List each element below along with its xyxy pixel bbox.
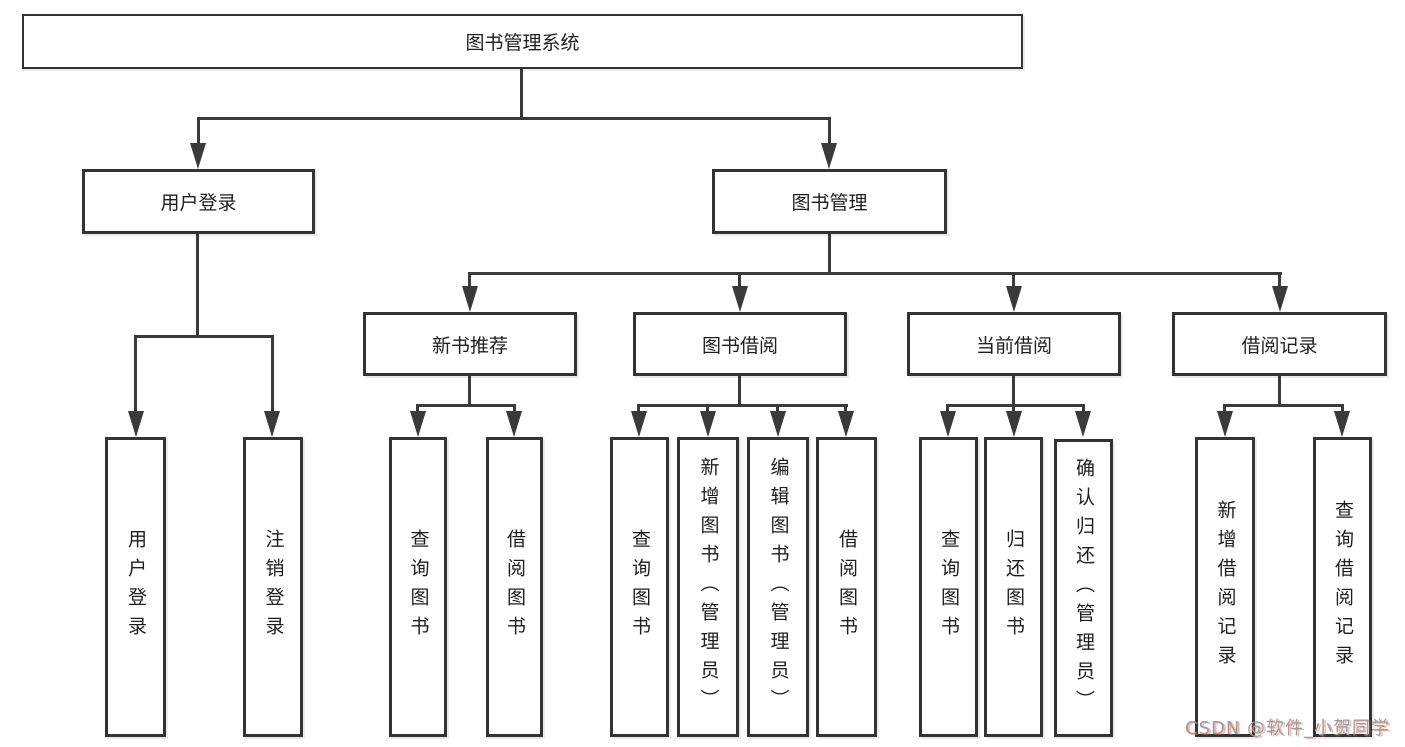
- connector-level3-drop3: [1012, 272, 1015, 290]
- connector-newrec-stem: [468, 375, 471, 407]
- arrowhead-current-confirm: [1075, 411, 1091, 437]
- leaf-borrow-query-books: 查询图书: [610, 437, 669, 737]
- connector-userlogin-drop1: [134, 335, 137, 415]
- connector-newrec-drop1: [416, 404, 419, 416]
- connector-level2-rail: [197, 117, 831, 120]
- connector-current-rail: [946, 404, 1085, 407]
- node-borrowing-records: 借阅记录: [1172, 312, 1387, 376]
- connector-current-stem: [1012, 375, 1015, 407]
- connector-level2-drop-right: [828, 117, 831, 147]
- leaf-borrow-borrow-books: 借阅图书: [816, 437, 877, 737]
- node-new-book-recommend: 新书推荐: [363, 312, 577, 376]
- connector-borrow-drop4: [844, 404, 847, 416]
- node-current-borrowing: 当前借阅: [907, 312, 1121, 376]
- leaf-user-login: 用户登录: [105, 437, 166, 737]
- connector-userlogin-stem: [196, 233, 199, 337]
- arrowhead-records: [1272, 286, 1288, 312]
- connector-mgmt-stem: [828, 233, 831, 274]
- connector-records-drop2: [1341, 404, 1344, 416]
- arrowhead-newrec-query: [410, 411, 426, 437]
- arrowhead-user-login: [190, 143, 206, 169]
- node-book-borrowing: 图书借阅: [633, 312, 847, 376]
- leaf-current-query-books: 查询图书: [919, 437, 978, 737]
- connector-borrow-drop3: [776, 404, 779, 416]
- connector-borrow-rail: [637, 404, 848, 407]
- connector-level3-rail: [468, 272, 1282, 275]
- connector-current-drop2: [1012, 404, 1015, 416]
- node-root-library-system: 图书管理系统: [22, 14, 1023, 69]
- arrowhead-borrow-add: [700, 411, 716, 437]
- arrowhead-current: [1006, 286, 1022, 312]
- connector-records-stem: [1278, 375, 1281, 407]
- connector-root-stem: [520, 69, 523, 119]
- connector-records-drop1: [1223, 404, 1226, 416]
- leaf-records-query-record: 查询借阅记录: [1313, 437, 1372, 737]
- leaf-records-add-record: 新增借阅记录: [1195, 437, 1255, 737]
- arrowhead-borrow-edit: [770, 411, 786, 437]
- connector-newrec-rail: [416, 404, 516, 407]
- arrowhead-current-return: [1006, 411, 1022, 437]
- node-book-management: 图书管理: [712, 169, 947, 234]
- leaf-current-return-books: 归还图书: [984, 437, 1043, 737]
- arrowhead-new-rec: [462, 286, 478, 312]
- connector-records-rail: [1223, 404, 1344, 407]
- connector-current-drop1: [946, 404, 949, 416]
- connector-newrec-drop2: [513, 404, 516, 416]
- arrowhead-leaf-login: [128, 411, 144, 437]
- leaf-newrec-borrow-books: 借阅图书: [486, 437, 543, 737]
- connector-borrow-drop1: [637, 404, 640, 416]
- leaf-current-confirm-return-admin: 确认归还（管理员）: [1054, 439, 1113, 737]
- leaf-borrow-edit-books-admin: 编辑图书（管理员）: [747, 437, 809, 737]
- arrowhead-borrow-borrow: [838, 411, 854, 437]
- arrowhead-book-mgmt: [821, 143, 837, 169]
- connector-borrow-stem: [738, 375, 741, 407]
- arrowhead-borrow: [732, 286, 748, 312]
- connector-level3-drop1: [468, 272, 471, 290]
- csdn-watermark: CSDN @软件_小贺同学: [1185, 718, 1391, 739]
- connector-current-drop3: [1082, 404, 1085, 416]
- connector-level3-drop4: [1278, 272, 1281, 290]
- connector-level2-drop-left: [197, 117, 200, 147]
- leaf-logout: 注销登录: [243, 437, 303, 737]
- leaf-newrec-query-books: 查询图书: [389, 437, 447, 737]
- node-user-login: 用户登录: [82, 169, 315, 234]
- arrowhead-records-add: [1217, 411, 1233, 437]
- arrowhead-current-query: [940, 411, 956, 437]
- arrowhead-borrow-query: [631, 411, 647, 437]
- leaf-borrow-add-books-admin: 新增图书（管理员）: [677, 437, 739, 737]
- connector-level3-drop2: [738, 272, 741, 290]
- connector-borrow-drop2: [706, 404, 709, 416]
- arrowhead-newrec-borrow: [506, 411, 522, 437]
- connector-userlogin-drop2: [271, 335, 274, 415]
- connector-userlogin-rail: [134, 335, 274, 338]
- arrowhead-leaf-logout: [264, 411, 280, 437]
- arrowhead-records-query: [1334, 411, 1350, 437]
